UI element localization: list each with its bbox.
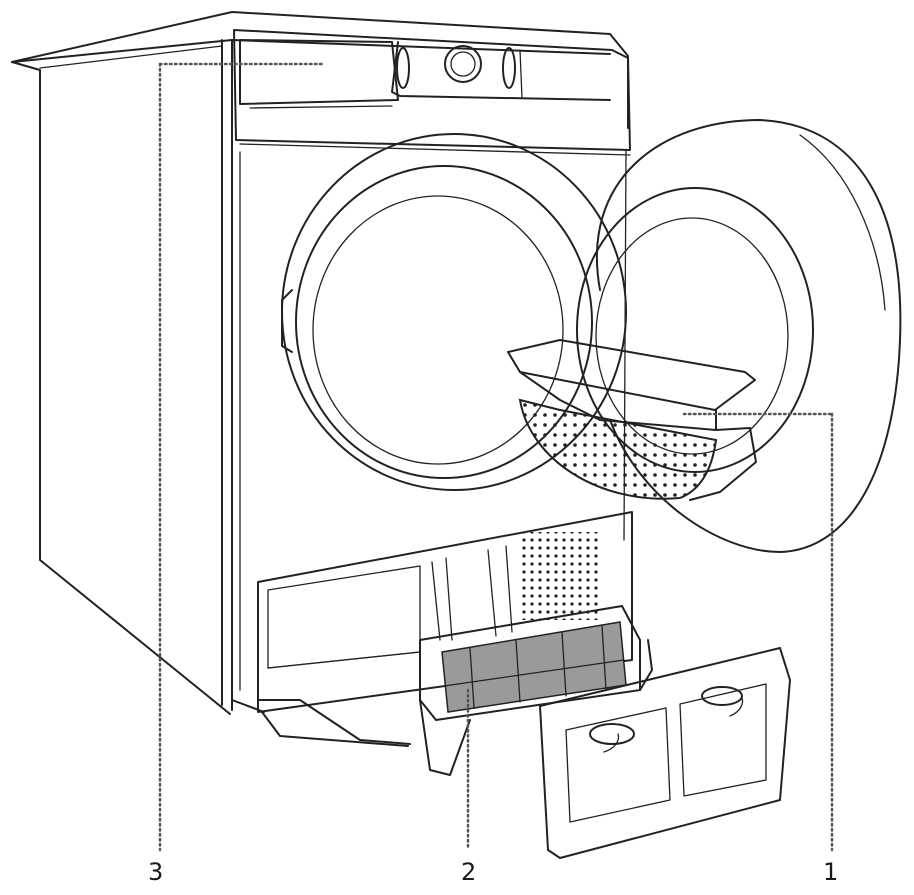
callout-label-2: 2 <box>461 858 477 886</box>
lower-service-area <box>257 511 633 747</box>
water-container-drawer <box>239 39 399 109</box>
drum-opening <box>281 133 627 491</box>
filter-cover <box>539 647 791 859</box>
program-knob <box>444 45 482 83</box>
control-panel <box>233 29 631 156</box>
callout-label-3: 3 <box>148 858 164 886</box>
door-filter <box>507 339 757 501</box>
callout-label-1: 1 <box>823 858 839 886</box>
heat-exchanger-filter <box>419 605 653 776</box>
